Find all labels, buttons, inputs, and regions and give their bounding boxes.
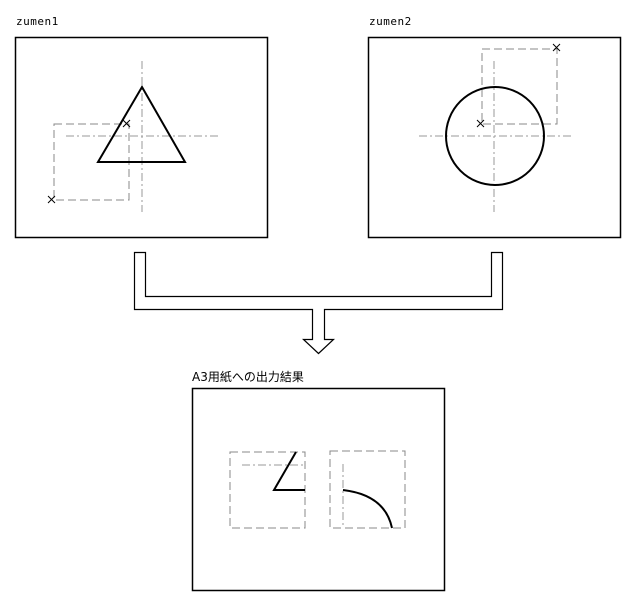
zumen1-drawing xyxy=(14,36,269,239)
zumen2-label: zumen2 xyxy=(369,15,412,28)
output-label: A3用紙への出力結果 xyxy=(192,370,304,384)
output-drawing xyxy=(191,387,446,592)
zumen2-drawing xyxy=(367,36,622,239)
cross-marker-icon xyxy=(47,119,131,204)
zumen1-label: zumen1 xyxy=(16,15,59,28)
cross-marker-icon xyxy=(476,43,561,128)
merge-arrow-icon xyxy=(133,251,504,355)
